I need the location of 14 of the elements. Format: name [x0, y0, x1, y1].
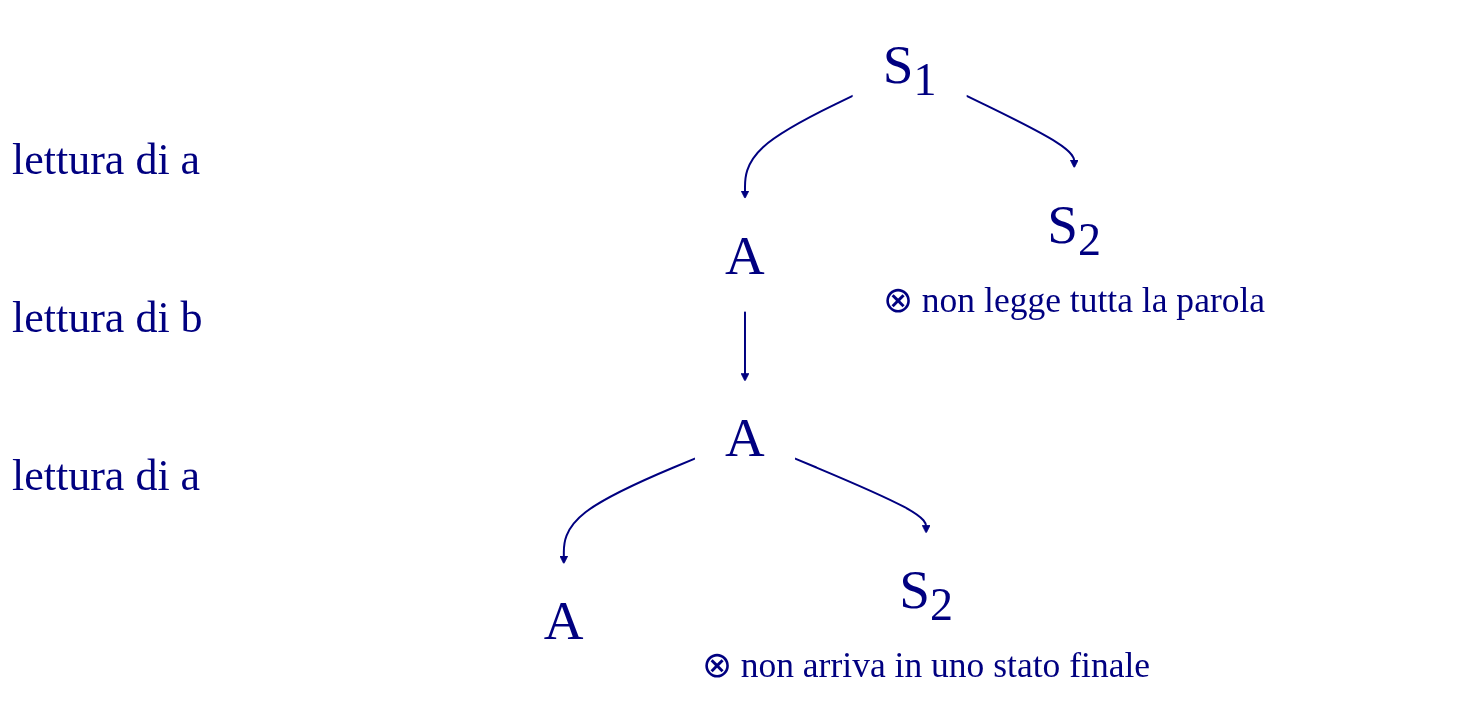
arrow	[740, 94, 855, 199]
node-text: A	[543, 589, 584, 651]
node-text: A	[725, 224, 765, 286]
arrow	[740, 310, 750, 382]
level-label: lettura di a	[12, 450, 202, 502]
level-label: lettura di a	[12, 133, 202, 185]
arrow	[793, 457, 931, 534]
node-text: S$_{2}$ ⊗ non arriva in uno stato finale	[702, 558, 1151, 686]
level-label: lettura di b	[12, 292, 204, 343]
arrow	[965, 94, 1079, 169]
node-text: S$_{1}$	[882, 33, 937, 105]
node-text: S$_{2}$ ⊗ non legge tutta la parola	[883, 193, 1266, 321]
node-text: A	[725, 406, 765, 469]
arrow	[559, 457, 697, 565]
